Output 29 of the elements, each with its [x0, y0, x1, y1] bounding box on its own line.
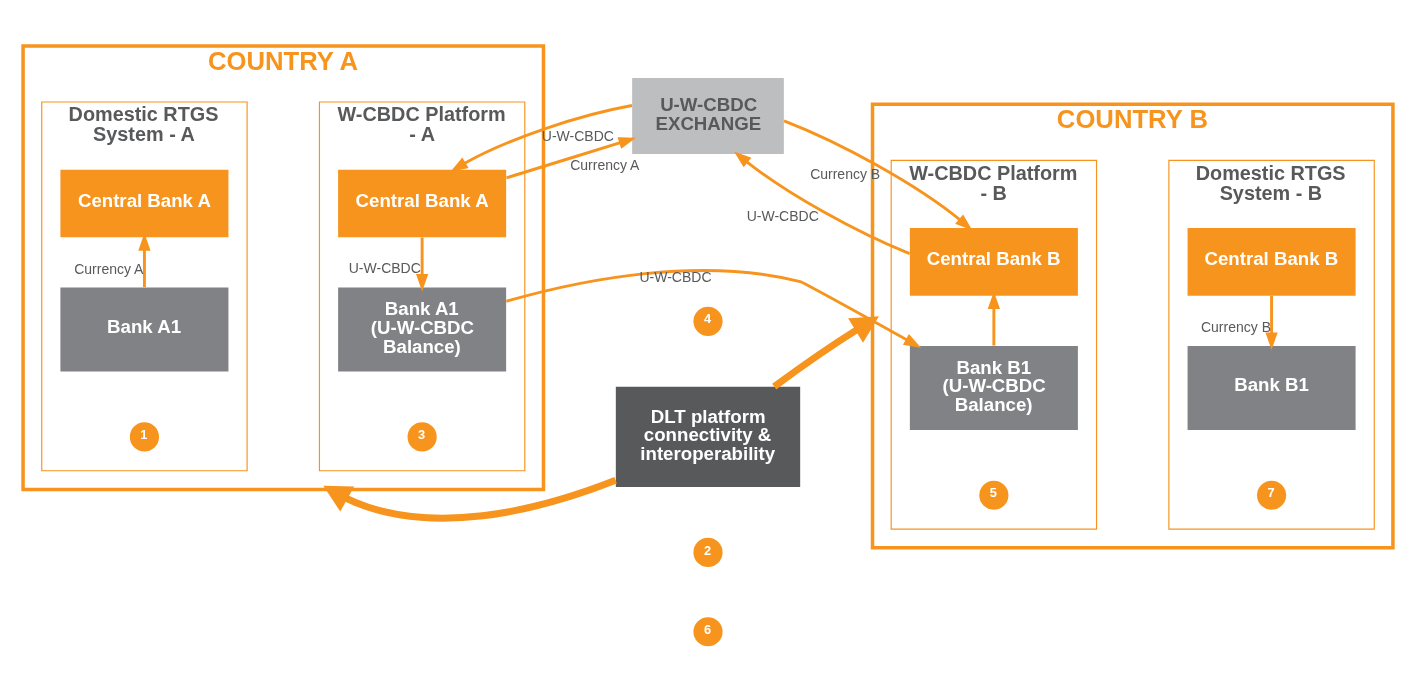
node-circle: 3 [407, 421, 437, 451]
node-circle: 1 [129, 421, 159, 451]
node-box: Central Bank B [909, 227, 1078, 296]
arrow [733, 150, 911, 255]
arrow [783, 119, 973, 231]
node-box: Central Bank A [60, 169, 229, 237]
arrow [772, 315, 879, 389]
node-circle: 5 [979, 480, 1009, 510]
node-box: Bank B1 [1187, 345, 1356, 430]
node-box: DLT platform connectivity & interoperability [615, 386, 801, 487]
edge-label: Currency A [74, 260, 144, 277]
arrow [323, 476, 617, 522]
node-box: Bank A1 [60, 287, 229, 372]
arrow [450, 103, 633, 172]
node-box: Bank B1 (U-W-CBDC Balance) [909, 345, 1078, 430]
node-circle: 2 [693, 537, 723, 567]
edge-label: U-W-CBDC [639, 268, 712, 285]
edge-label: U-W-CBDC [746, 207, 819, 224]
arrow [506, 268, 922, 348]
node-box: Central Bank B [1187, 227, 1356, 296]
node-circle: 4 [693, 306, 723, 336]
arrow [416, 237, 429, 292]
edge-label: Currency A [570, 156, 640, 173]
node-box: U-W-CBDC EXCHANGE [632, 77, 784, 154]
node-box: Central Bank A [338, 169, 507, 237]
node-box: Bank A1 (U-W-CBDC Balance) [338, 287, 507, 372]
node-circle: 7 [1257, 480, 1287, 510]
node-circle: 6 [693, 616, 723, 646]
edge-label: U-W-CBDC [348, 259, 421, 276]
